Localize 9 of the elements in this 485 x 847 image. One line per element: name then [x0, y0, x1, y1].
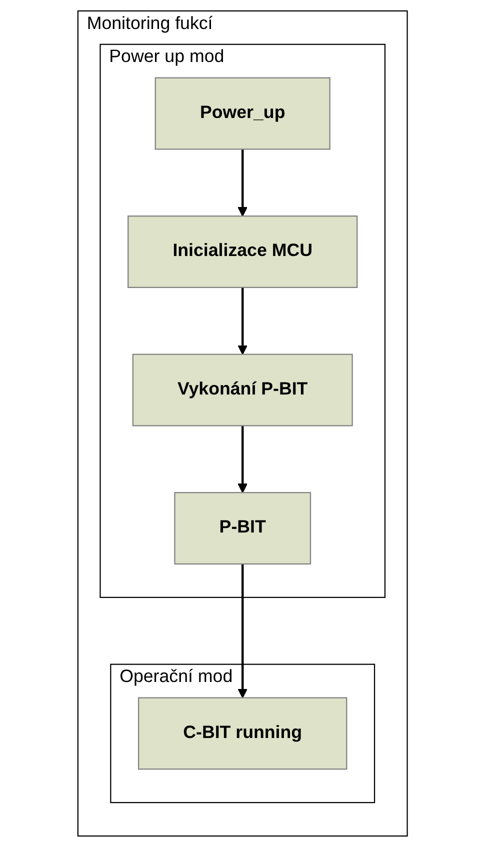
node-box: Vykonání P-BIT	[132, 354, 353, 426]
node-box: P-BIT	[174, 492, 311, 565]
node-box: C-BIT running	[138, 697, 348, 770]
arrow	[238, 287, 248, 355]
node-box: Power_up	[154, 77, 330, 150]
arrow	[238, 426, 248, 494]
node-box: Inicializace MCU	[127, 216, 358, 288]
arrow	[238, 149, 248, 217]
arrow	[238, 564, 248, 698]
